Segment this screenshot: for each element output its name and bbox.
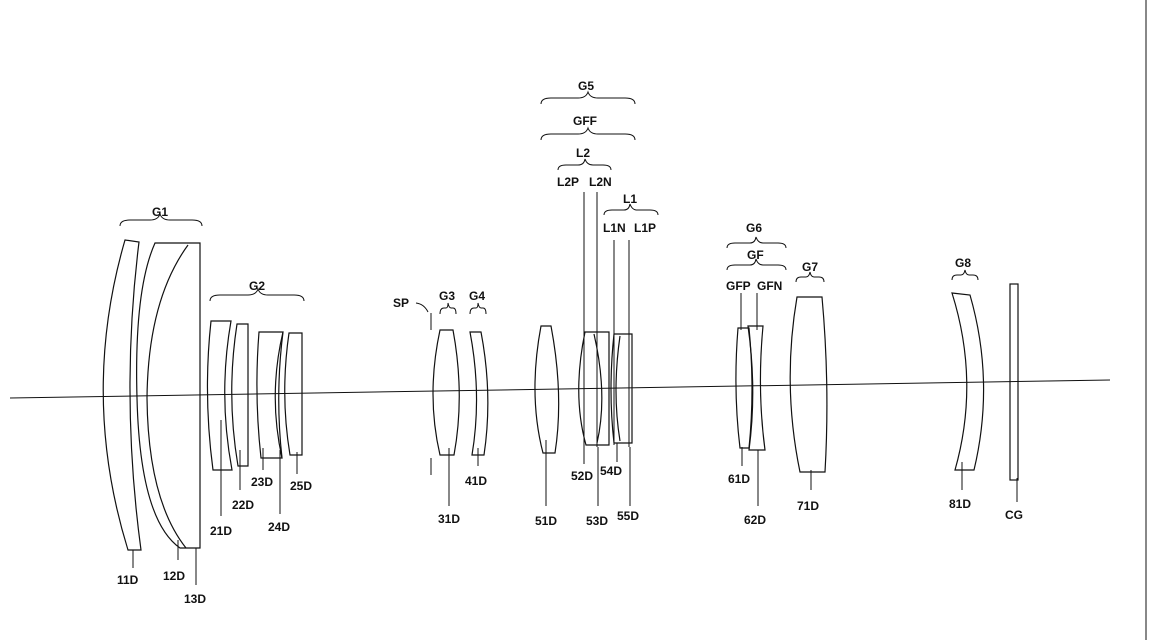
- label-l2n: L2N: [589, 175, 612, 189]
- lens-12-inner: [146, 244, 189, 549]
- label-61d: 61D: [728, 472, 750, 486]
- label-g1: G1: [152, 205, 168, 219]
- label-12d: 12D: [163, 569, 185, 583]
- cover-glass: [1009, 283, 1019, 481]
- label-g8: G8: [955, 256, 971, 270]
- lens-12-13: [136, 242, 201, 549]
- lens-24: [278, 331, 284, 459]
- label-gfn: GFN: [757, 279, 782, 293]
- lens-54-55: [610, 333, 633, 444]
- lens-81: [951, 292, 985, 471]
- label-13d: 13D: [184, 592, 206, 606]
- label-41d: 41D: [465, 474, 487, 488]
- optical-axis: [9, 379, 1111, 399]
- label-g6: G6: [746, 221, 762, 235]
- label-l2p: L2P: [557, 175, 579, 189]
- label-81d: 81D: [949, 497, 971, 511]
- label-sp: SP: [393, 296, 409, 310]
- label-g4: G4: [469, 289, 485, 303]
- label-l1p: L1P: [634, 221, 656, 235]
- label-g3: G3: [439, 289, 455, 303]
- lens-25: [284, 332, 303, 456]
- label-l2: L2: [576, 146, 590, 160]
- label-l1: L1: [623, 192, 637, 206]
- label-g7: G7: [802, 260, 818, 274]
- label-gff: GFF: [573, 114, 597, 128]
- lens-31: [432, 329, 460, 456]
- leader-lines: [132, 192, 1018, 585]
- label-g2: G2: [249, 279, 265, 293]
- label-gf: GF: [747, 248, 764, 262]
- lens-11: [102, 239, 142, 551]
- label-62d: 62D: [744, 513, 766, 527]
- lens-71: [789, 296, 828, 473]
- label-23d: 23D: [251, 475, 273, 489]
- label-53d: 53D: [586, 514, 608, 528]
- label-l1n: L1N: [603, 221, 626, 235]
- label-22d: 22D: [232, 498, 254, 512]
- label-cg: CG: [1005, 508, 1023, 522]
- lens-51: [534, 325, 560, 454]
- label-51d: 51D: [535, 514, 557, 528]
- label-55d: 55D: [617, 509, 639, 523]
- label-52d: 52D: [571, 469, 593, 483]
- sp-leader: [415, 302, 429, 313]
- label-g5: G5: [578, 79, 594, 93]
- label-25d: 25D: [290, 479, 312, 493]
- lens-54-inner: [615, 335, 621, 442]
- lens-41: [469, 331, 489, 456]
- group-brackets: [119, 90, 979, 315]
- label-31d: 31D: [438, 512, 460, 526]
- label-gfp: GFP: [726, 279, 751, 293]
- label-11d: 11D: [117, 573, 139, 587]
- lens-21: [206, 320, 233, 471]
- lens-61: [735, 327, 753, 449]
- label-24d: 24D: [268, 520, 290, 534]
- lens-62: [747, 325, 766, 451]
- label-21d: 21D: [210, 524, 232, 538]
- lens-52-53: [578, 331, 610, 446]
- label-71d: 71D: [797, 499, 819, 513]
- label-54d: 54D: [600, 464, 622, 478]
- lens-22: [231, 323, 249, 467]
